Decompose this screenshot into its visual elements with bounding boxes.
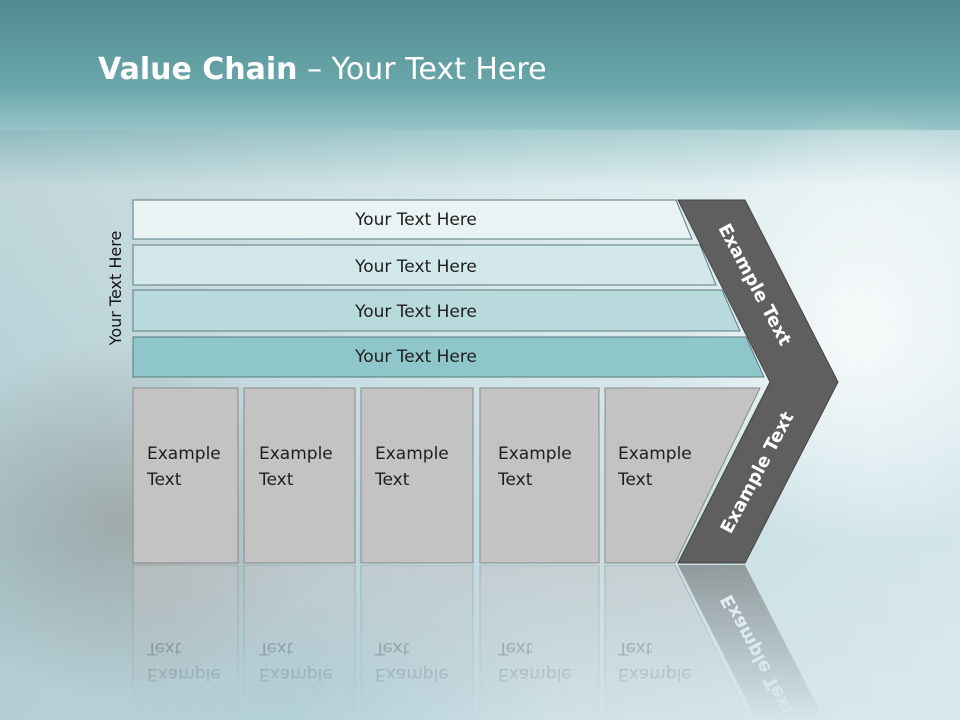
- support-row-3-label: Your Text Here: [354, 302, 477, 322]
- margin-chevron-shape: [677, 199, 839, 564]
- reflection-block-3-line1: Example: [375, 664, 449, 684]
- slide-title-bold: Value Chain: [98, 52, 298, 87]
- support-row-1-label: Your Text Here: [354, 210, 477, 230]
- support-row-2-label: Your Text Here: [354, 257, 477, 277]
- reflection-block-5-line1: Example: [618, 664, 692, 684]
- reflection-block-2-line1: Example: [259, 664, 333, 684]
- support-row-1: [132, 199, 693, 240]
- primary-block-2: [243, 387, 356, 564]
- support-row-2: [132, 244, 717, 286]
- slide-title: Value Chain – Your Text Here: [98, 52, 547, 87]
- reflection-block-4-line2: Text: [497, 638, 533, 658]
- primary-block-1-line1: Example: [147, 444, 221, 464]
- primary-block-1: [132, 387, 239, 564]
- primary-block-5-line2: Text: [617, 470, 653, 490]
- reflection-block-4-line1: Example: [498, 664, 572, 684]
- primary-block-1-line2: Text: [146, 470, 182, 490]
- reflection-block-1-line2: Text: [146, 638, 182, 658]
- diagram-reflection: Example Text Example Text Example Text E…: [132, 564, 825, 720]
- primary-block-5: [604, 387, 761, 564]
- reflection-block-3-line2: Text: [374, 638, 410, 658]
- reflection-block-1-line1: Example: [147, 664, 221, 684]
- primary-block-5-line1: Example: [618, 444, 692, 464]
- primary-block-4-line1: Example: [498, 444, 572, 464]
- primary-block-3-line2: Text: [374, 470, 410, 490]
- support-row-4: [132, 336, 765, 378]
- support-row-3: [132, 289, 741, 332]
- reflection-block-5-line2: Text: [617, 638, 653, 658]
- primary-block-4: [479, 387, 600, 564]
- primary-block-2-line1: Example: [259, 444, 333, 464]
- slide-title-rest: – Your Text Here: [297, 52, 547, 87]
- primary-block-2-line2: Text: [258, 470, 294, 490]
- primary-block-4-line2: Text: [497, 470, 533, 490]
- primary-block-3: [360, 387, 474, 564]
- primary-block-3-line1: Example: [375, 444, 449, 464]
- reflection-block-2-line2: Text: [258, 638, 294, 658]
- primary-blocks: Example Text Example Text Example Text E…: [132, 387, 761, 564]
- support-rows: Your Text Here Your Text Here Your Text …: [132, 199, 765, 378]
- support-row-4-label: Your Text Here: [354, 347, 477, 367]
